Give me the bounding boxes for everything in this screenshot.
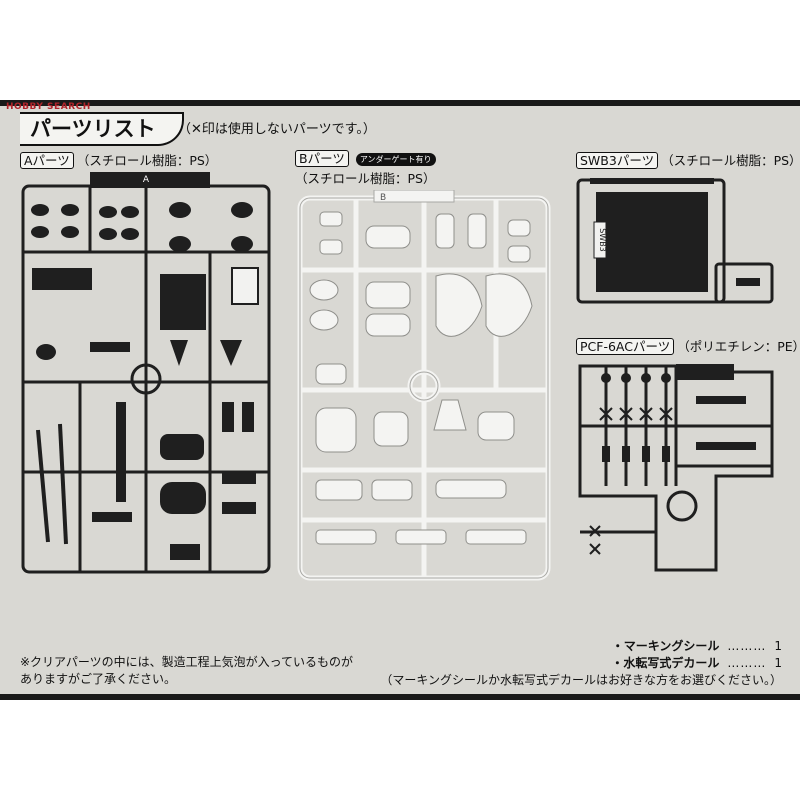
clear-parts-note: ※クリアパーツの中には、製造工程上気泡が入っているものが ありますがご了承くださ… — [20, 654, 353, 688]
parts-swb3-label: SWB3パーツ（スチロール樹脂：PS） — [576, 150, 800, 169]
parts-a-name: Aパーツ — [20, 152, 74, 169]
parts-b-material: （スチロール樹脂：PS） — [295, 171, 436, 186]
accessory-qty: 1 — [774, 656, 782, 670]
parts-b-label: Bパーツアンダーゲート有り — [295, 150, 436, 167]
unused-parts-note: （✕印は使用しないパーツです。） — [178, 122, 376, 137]
accessory-label: ・水転写式デカール — [611, 656, 720, 670]
runner-swb3-text: SWB3 — [598, 228, 607, 252]
runner-b-letter: B — [380, 193, 386, 203]
runner-swb3-image: SWB3 — [576, 178, 774, 304]
accessory-row-water-decal: ・水転写式デカール ……… 1 — [380, 655, 782, 672]
accessories-list: ・マーキングシール ……… 1 ・水転写式デカール ……… 1 （マーキングシー… — [380, 638, 782, 689]
choice-note: （マーキングシールか水転写式デカールはお好きな方をお選びください。） — [380, 673, 782, 687]
parts-swb3-name: SWB3パーツ — [576, 152, 659, 169]
page-title: パーツリスト — [20, 112, 184, 146]
runner-pcf-image — [578, 364, 774, 572]
runner-a-image: A — [21, 172, 271, 574]
accessory-dots: ……… — [727, 656, 767, 670]
accessory-qty: 1 — [774, 639, 782, 653]
hobby-search-logo: HOBBY SEARCH — [6, 102, 91, 112]
parts-a-material: （スチロール樹脂：PS） — [76, 153, 218, 168]
parts-swb3-material: （スチロール樹脂：PS） — [661, 153, 800, 168]
parts-pcf-label: PCF-6ACパーツ（ポリエチレン：PE） — [576, 336, 800, 355]
watermark: HOBBY SEARCH — [6, 102, 91, 112]
parts-pcf-material: （ポリエチレン：PE） — [677, 339, 800, 354]
runner-b-image: B — [297, 190, 551, 581]
parts-pcf-name: PCF-6ACパーツ — [576, 338, 675, 355]
runner-a-letter: A — [143, 175, 150, 185]
accessory-dots: ……… — [727, 639, 767, 653]
clear-parts-note-line2: ありますがご了承ください。 — [20, 672, 177, 686]
clear-parts-note-line1: ※クリアパーツの中には、製造工程上気泡が入っているものが — [20, 655, 353, 669]
parts-b-name: Bパーツ — [295, 150, 349, 167]
parts-a-label: Aパーツ（スチロール樹脂：PS） — [20, 150, 217, 169]
under-gate-tag: アンダーゲート有り — [355, 153, 436, 166]
accessory-label: ・マーキングシール — [611, 639, 720, 653]
accessory-row-marking-sticker: ・マーキングシール ……… 1 — [380, 638, 782, 655]
